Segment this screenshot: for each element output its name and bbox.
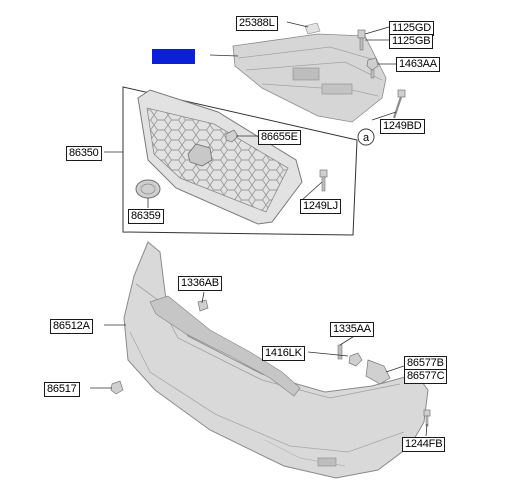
emblem-86359 xyxy=(135,179,161,199)
part-label-86512A: 86512A xyxy=(50,319,93,334)
grille-assembly-box xyxy=(122,86,358,236)
screw-1249LJ xyxy=(319,169,328,192)
part-label-1336AB: 1336AB xyxy=(178,276,222,291)
clip-1463AA xyxy=(366,57,379,79)
bolt-1249BD xyxy=(392,89,406,119)
radiator-grille-86350 xyxy=(137,89,303,225)
leader-lines xyxy=(90,21,428,437)
callout-a-text: a xyxy=(363,132,370,144)
part-label-1463AA: 1463AA xyxy=(396,57,440,72)
clip-86517 xyxy=(110,380,124,395)
part-label-1244FB: 1244FB xyxy=(402,437,446,452)
part-label-1125GD: 1125GD xyxy=(389,21,434,36)
part-label-86359: 86359 xyxy=(128,209,164,224)
part-label-86350: 86350 xyxy=(66,146,102,161)
part-label-86353C: 86353C xyxy=(152,49,196,64)
part-label-1125GB: 1125GB xyxy=(389,34,434,49)
screw-1336AB xyxy=(197,299,209,312)
part-label-1249BD: 1249BD xyxy=(380,119,425,134)
nut-1416LK xyxy=(348,352,363,367)
part-label-1249LJ: 1249LJ xyxy=(300,199,341,214)
callout-a-circle xyxy=(357,128,375,146)
upper-cover-86353C xyxy=(232,22,387,123)
part-label-25388L: 25388L xyxy=(236,16,278,31)
front-bumper-86512A xyxy=(123,241,429,479)
clip-86655E xyxy=(225,129,239,143)
part-label-86577C: 86577C xyxy=(404,369,448,384)
part-label-1335AA: 1335AA xyxy=(330,322,374,337)
part-label-1416LK: 1416LK xyxy=(262,346,305,361)
part-label-86517: 86517 xyxy=(44,382,80,397)
stud-1335AA xyxy=(337,344,343,360)
bracket-86577B xyxy=(365,359,391,385)
part-label-86655E: 86655E xyxy=(258,130,301,145)
